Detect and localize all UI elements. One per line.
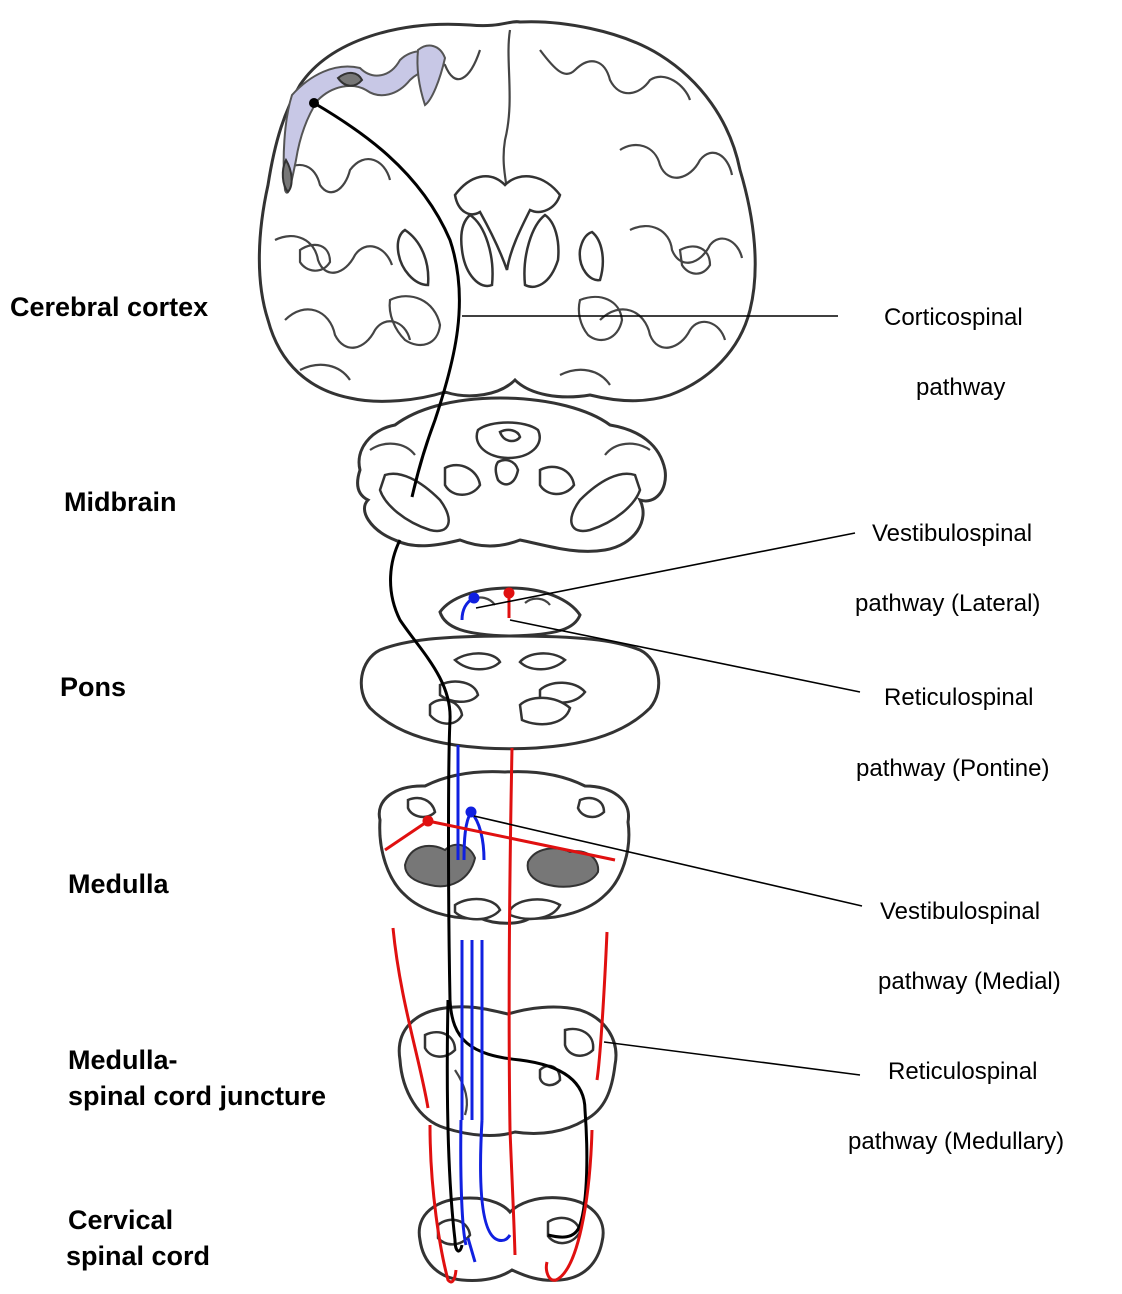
label-pons: Pons bbox=[60, 671, 126, 703]
label-vest-lateral-line2: pathway (Lateral) bbox=[855, 590, 1040, 618]
leader-retic-medullary bbox=[604, 1042, 860, 1075]
label-cervical-line1: Cervical bbox=[68, 1204, 173, 1236]
cerebral-cortex-section bbox=[259, 22, 755, 402]
label-corticospinal-line2: pathway bbox=[916, 374, 1005, 402]
midbrain-section bbox=[358, 398, 666, 551]
medulla-section bbox=[379, 772, 629, 924]
label-juncture-line1: Medulla- bbox=[68, 1044, 178, 1076]
label-retic-pontine-line1: Reticulospinal bbox=[884, 684, 1033, 712]
cervical-cord-section bbox=[419, 1198, 603, 1281]
label-retic-medullary-line2: pathway (Medullary) bbox=[848, 1128, 1064, 1156]
label-corticospinal-line1: Corticospinal bbox=[884, 304, 1023, 332]
label-vest-lateral-line1: Vestibulospinal bbox=[872, 520, 1032, 548]
juncture-section bbox=[399, 1007, 616, 1136]
label-juncture-line2: spinal cord juncture bbox=[68, 1080, 326, 1112]
label-medulla: Medulla bbox=[68, 868, 169, 900]
label-retic-pontine-line2: pathway (Pontine) bbox=[856, 755, 1049, 783]
label-cerebral-cortex: Cerebral cortex bbox=[10, 291, 208, 323]
label-midbrain: Midbrain bbox=[64, 486, 177, 518]
label-retic-medullary-line1: Reticulospinal bbox=[888, 1058, 1037, 1086]
label-vest-medial-line2: pathway (Medial) bbox=[878, 968, 1061, 996]
label-vest-medial-line1: Vestibulospinal bbox=[880, 898, 1040, 926]
label-cervical-line2: spinal cord bbox=[66, 1240, 210, 1272]
